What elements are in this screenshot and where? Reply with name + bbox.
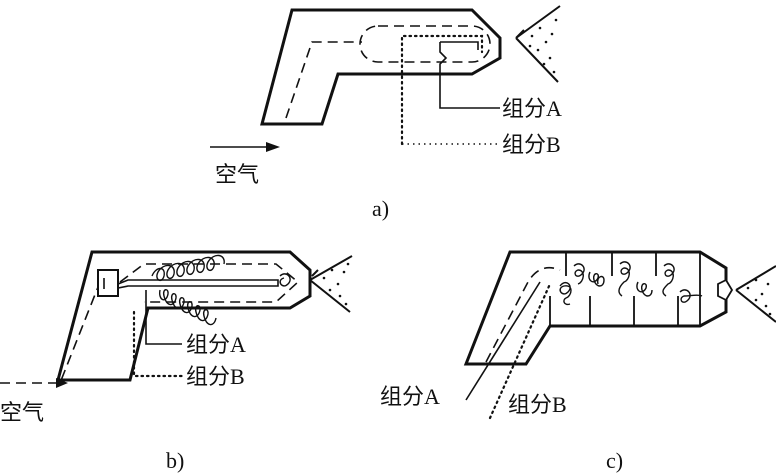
- panel-b-mixing-swirls: [151, 254, 291, 326]
- panel-b-label-component-a: 组分A: [186, 332, 246, 357]
- panel-a-caption: a): [372, 196, 389, 221]
- panel-b-component-a-leader: [145, 290, 182, 345]
- panel-c-component-a-leader: [465, 281, 541, 401]
- panel-a-air-arrow: [210, 142, 280, 152]
- panel-b: 组分A 组分B 空气 b): [0, 250, 353, 473]
- panel-b-air-arrow: [56, 378, 68, 388]
- panel-b-component-a-rod: [117, 279, 279, 289]
- panel-a-label-air: 空气: [215, 162, 259, 187]
- panel-c-gun-body: [463, 250, 728, 366]
- panel-c-label-component-b: 组分B: [508, 392, 567, 417]
- panel-a-air-path: [285, 41, 362, 119]
- panel-b-component-b-leader: [132, 310, 184, 378]
- panel-c-nozzle: [717, 278, 734, 302]
- panel-c-caption: c): [606, 448, 623, 473]
- panel-c-spray-cone: [735, 265, 776, 323]
- panel-c-chamber-partitions: [549, 252, 701, 326]
- panel-c: 组分A 组分B c): [380, 250, 776, 473]
- panel-c-label-component-a: 组分A: [380, 384, 440, 409]
- panel-b-label-component-b: 组分B: [186, 364, 245, 389]
- panel-a-component-b-path: [400, 34, 484, 146]
- panel-a-label-component-b: 组分B: [502, 132, 561, 157]
- panel-b-valve-block: [97, 269, 119, 297]
- panel-b-gun-body: [56, 250, 312, 382]
- panel-b-label-air: 空气: [0, 400, 44, 425]
- panel-a-mixing-chamber: [359, 25, 491, 63]
- panel-a-spray-cone: [515, 5, 561, 83]
- panel-a: 组分A 组分B 空气 a): [210, 5, 562, 221]
- panel-a-label-component-a: 组分A: [502, 96, 562, 121]
- panel-c-mixing-swirls: [559, 261, 703, 306]
- panel-a-component-a-path: [439, 41, 500, 109]
- panel-b-spray-cone: [309, 255, 353, 313]
- panel-a-gun-body: [260, 8, 502, 126]
- panel-c-component-b-path: [488, 282, 552, 420]
- panel-b-caption: b): [166, 448, 184, 473]
